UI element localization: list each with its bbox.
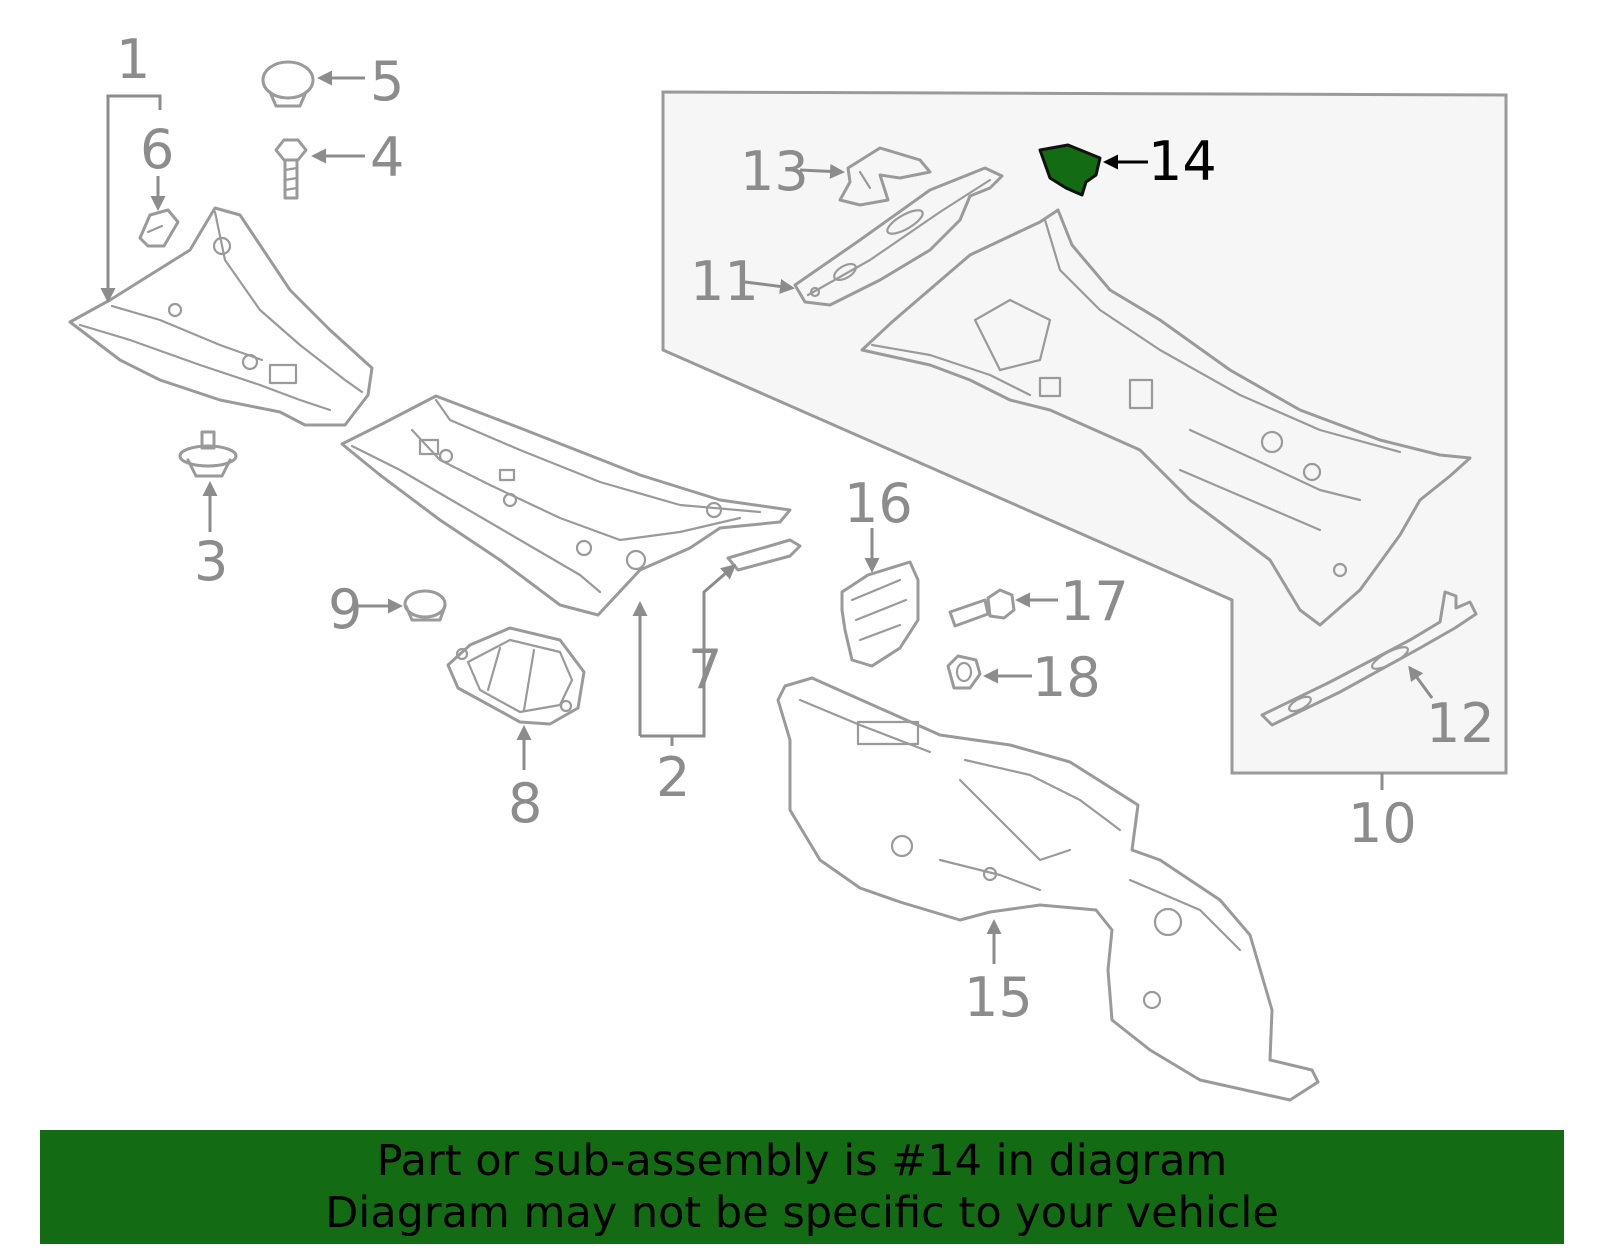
callout-11: 11 <box>690 250 759 313</box>
callout-17: 17 <box>1060 570 1129 633</box>
callout-10: 10 <box>1348 792 1417 855</box>
callout-13: 13 <box>740 140 809 203</box>
callout-15: 15 <box>964 966 1033 1029</box>
callout-2: 2 <box>656 746 690 809</box>
part-2-cowl-top[interactable] <box>340 394 792 617</box>
part-18-nut[interactable] <box>946 654 982 690</box>
callout-labels: 1 6 5 4 3 9 8 2 7 13 11 14 10 12 16 17 1… <box>116 28 1495 1029</box>
callout-12: 12 <box>1426 692 1495 755</box>
callout-6: 6 <box>140 118 174 181</box>
parts-diagram: 1 6 5 4 3 9 8 2 7 13 11 14 10 12 16 17 1… <box>68 28 1508 1102</box>
banner-line-part-number: Part or sub-assembly is #14 in diagram <box>376 1136 1228 1186</box>
leader-lines <box>100 70 1434 964</box>
part-15-dash-panel[interactable] <box>776 676 1320 1102</box>
callout-4: 4 <box>370 126 404 189</box>
part-1-cowl-panel[interactable] <box>68 206 374 427</box>
part-5-plug[interactable] <box>261 60 315 108</box>
part-10-dash-assembly[interactable] <box>860 208 1472 627</box>
callout-1: 1 <box>116 28 150 91</box>
part-11-reinforcement[interactable] <box>793 166 1004 307</box>
callout-3: 3 <box>194 530 228 593</box>
part-8-cover-plate[interactable] <box>446 626 586 726</box>
callout-18: 18 <box>1032 646 1101 709</box>
part-7-extension[interactable] <box>726 538 802 572</box>
part-3-push-clip[interactable] <box>178 430 238 478</box>
part-16-bracket[interactable] <box>840 560 920 668</box>
callout-8: 8 <box>508 772 542 835</box>
part-9-grommet[interactable] <box>403 589 447 622</box>
part-13-bracket[interactable] <box>838 146 932 207</box>
part-14-highlighted[interactable] <box>1038 143 1102 197</box>
info-banner: Part or sub-assembly is #14 in diagram D… <box>40 1130 1564 1244</box>
banner-line-disclaimer: Diagram may not be specific to your vehi… <box>325 1188 1279 1238</box>
callout-9: 9 <box>328 578 362 641</box>
part-17-bolt[interactable] <box>948 588 1016 628</box>
callout-5: 5 <box>370 50 404 113</box>
callout-16: 16 <box>844 472 913 535</box>
callout-7: 7 <box>688 638 722 701</box>
part-12-lower-strip[interactable] <box>1260 590 1478 727</box>
part-6-clip[interactable] <box>138 208 180 248</box>
callout-14: 14 <box>1148 130 1217 193</box>
part-4-bolt[interactable] <box>274 138 308 200</box>
